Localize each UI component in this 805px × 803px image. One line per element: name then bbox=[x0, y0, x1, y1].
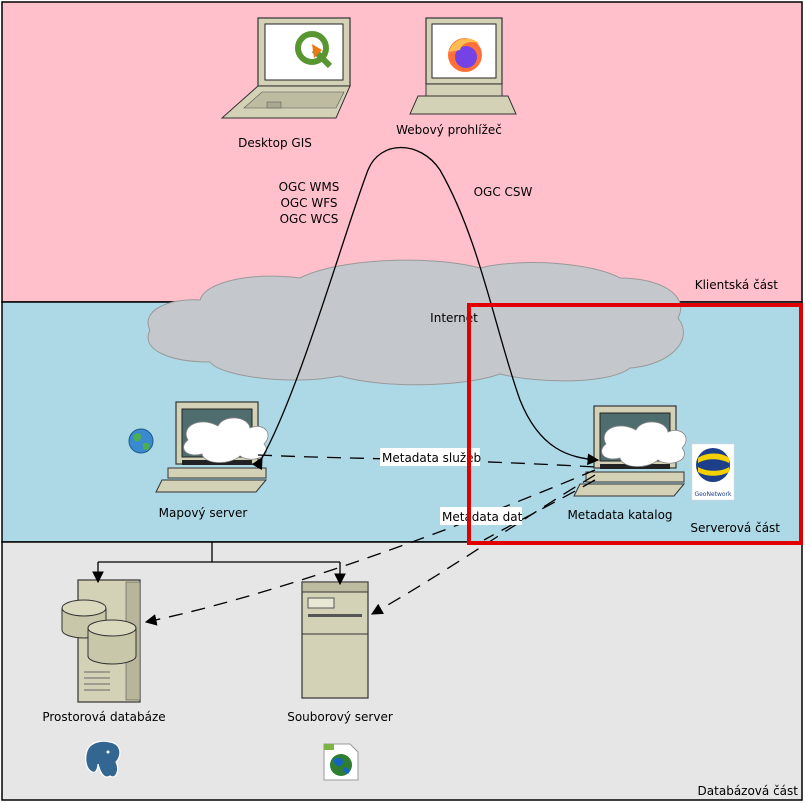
server-zone-label: Serverová část bbox=[690, 521, 780, 535]
desktop-gis-laptop bbox=[220, 17, 351, 119]
data-metadata-label: Metadata dat bbox=[442, 510, 523, 524]
web-browser-label: Webový prohlížeč bbox=[396, 123, 502, 137]
ogc-csw-label: OGC CSW bbox=[474, 185, 533, 199]
spatial-database-label: Prostorová databáze bbox=[42, 710, 165, 724]
postgresql-elephant-icon bbox=[85, 740, 121, 778]
metadata-catalog-label: Metadata katalog bbox=[567, 508, 672, 522]
ogc-service-connection bbox=[251, 147, 600, 471]
data-metadata-label-bg bbox=[440, 507, 522, 525]
service-metadata-label-bg bbox=[380, 448, 480, 466]
service-metadata-label: Metadata služeb bbox=[382, 451, 481, 465]
client-zone-label: Klientská část bbox=[695, 278, 779, 292]
database-zone-label: Databázová část bbox=[698, 784, 799, 798]
data-metadata-connection-files bbox=[370, 474, 596, 615]
firefox-logo-icon bbox=[448, 38, 482, 72]
file-server-tower bbox=[301, 581, 369, 699]
data-metadata-connection-extra bbox=[483, 479, 596, 541]
map-server-storage-connection bbox=[92, 542, 346, 586]
raster-file-icon bbox=[323, 743, 359, 781]
globe-icon bbox=[128, 428, 154, 454]
ogc-wcs-label: OGC WCS bbox=[280, 212, 339, 226]
spatial-database-server bbox=[61, 579, 141, 703]
data-metadata-connection-db bbox=[144, 469, 596, 626]
file-server-label: Souborový server bbox=[287, 710, 393, 724]
internet-label: Internet bbox=[430, 311, 478, 325]
map-server-label: Mapový server bbox=[159, 506, 248, 520]
desktop-gis-label: Desktop GIS bbox=[238, 136, 312, 150]
geonetwork-logo-icon: GeoNetwork bbox=[691, 443, 735, 501]
ogc-wfs-label: OGC WFS bbox=[280, 196, 337, 210]
qgis-logo-icon bbox=[295, 31, 333, 69]
ogc-wms-label: OGC WMS bbox=[279, 180, 340, 194]
internet-cloud bbox=[147, 259, 684, 386]
web-browser-monitor bbox=[409, 17, 517, 115]
geonetwork-caption: GeoNetwork bbox=[694, 491, 732, 498]
highlight-box bbox=[467, 303, 803, 545]
client-zone bbox=[1, 1, 803, 303]
